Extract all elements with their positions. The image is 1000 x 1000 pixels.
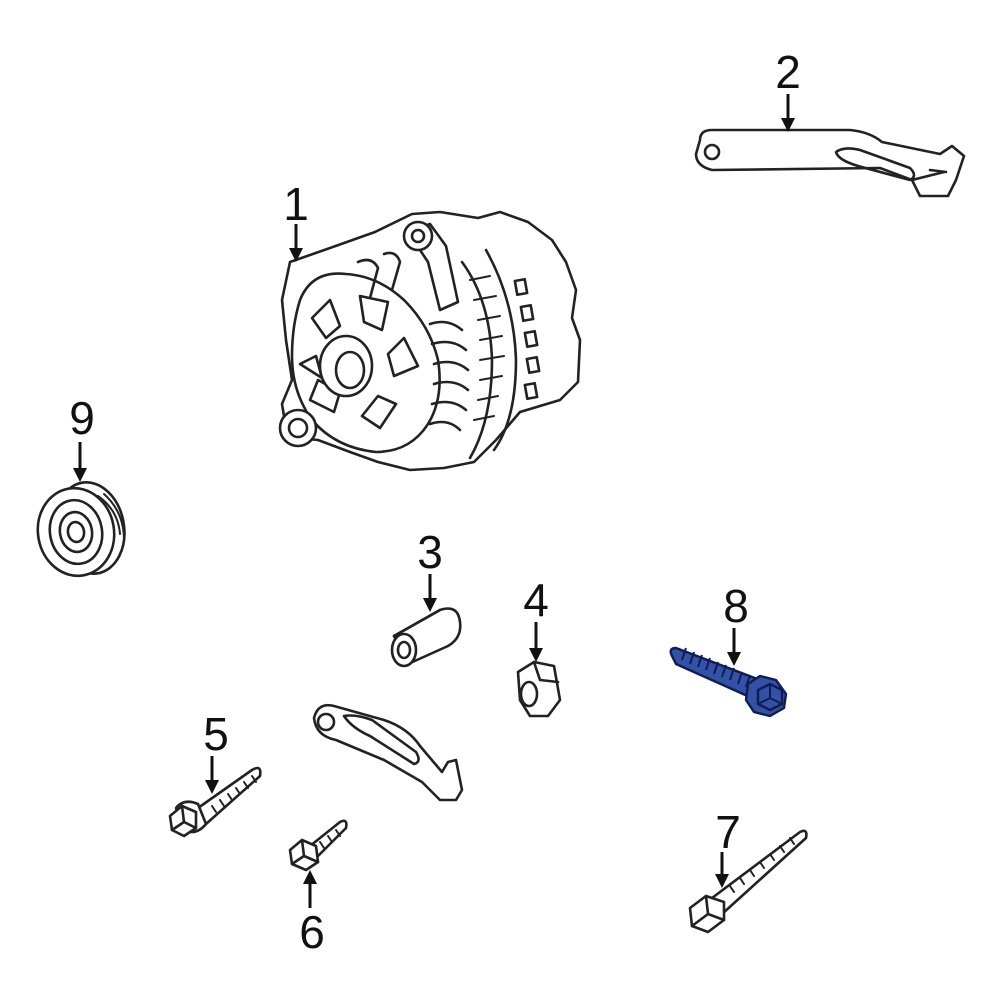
callout-5: 5 [203, 708, 229, 760]
part-2-bracket[interactable] [694, 128, 966, 198]
callout-3: 3 [417, 526, 443, 578]
part-5-bolt[interactable] [168, 766, 262, 838]
callout-7: 7 [715, 806, 741, 858]
callout-8: 8 [723, 580, 749, 632]
part-6-bolt[interactable] [288, 819, 348, 872]
callout-4: 4 [523, 574, 549, 626]
callout-2: 2 [775, 46, 801, 98]
part-9-pulley[interactable] [31, 477, 132, 582]
part-3-spacer[interactable] [390, 607, 462, 668]
callout-1: 1 [283, 178, 309, 230]
callout-arrows [73, 94, 795, 908]
part-1-alternator[interactable] [278, 210, 582, 472]
part-8-bolt-highlighted[interactable] [669, 646, 788, 718]
part-4-clip[interactable] [516, 660, 562, 718]
lower-bracket[interactable] [312, 703, 464, 802]
part-7-stud[interactable] [688, 829, 808, 934]
callout-9: 9 [69, 392, 95, 444]
callout-6: 6 [299, 906, 325, 958]
